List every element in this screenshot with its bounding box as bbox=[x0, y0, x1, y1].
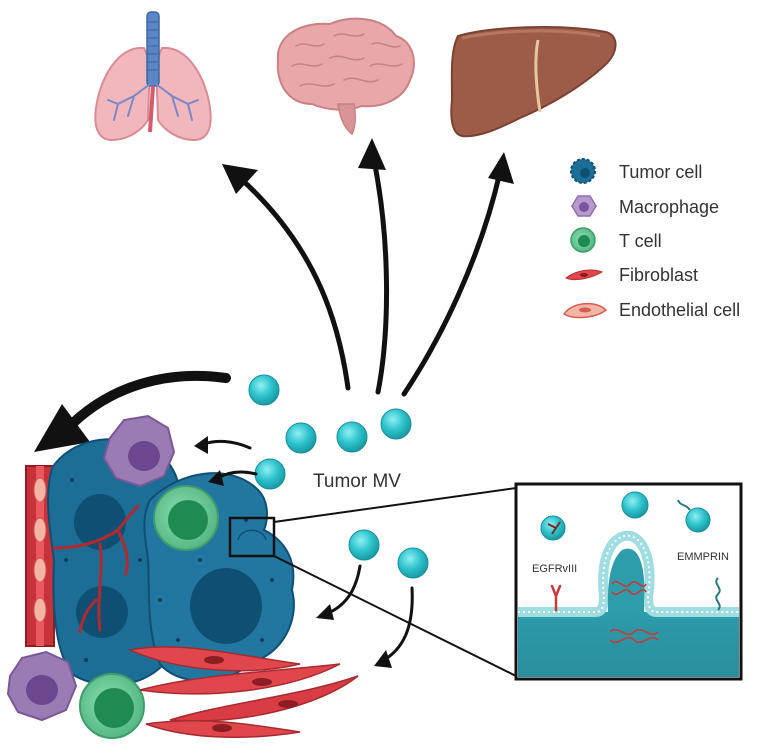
tumor-microvesicles bbox=[248, 374, 429, 579]
legend-label-fibroblast: Fibroblast bbox=[619, 265, 698, 285]
brain-icon bbox=[276, 17, 415, 136]
macrophage-icon bbox=[571, 195, 597, 217]
arrow-to-lung bbox=[237, 175, 351, 391]
tumor-mv bbox=[285, 422, 317, 454]
blood-vessel bbox=[25, 465, 55, 647]
tumor-mv bbox=[380, 408, 412, 440]
egfrviii-receptor-icon bbox=[550, 584, 562, 612]
tumor-mv bbox=[248, 374, 280, 406]
arrowheads-organs bbox=[222, 138, 514, 194]
t-cell-bottom bbox=[79, 673, 145, 739]
legend: Tumor cell Macrophage T cell Fibroblast … bbox=[562, 158, 740, 320]
tumor-cell-icon bbox=[570, 158, 596, 184]
endothelial-cell-icon bbox=[562, 302, 608, 319]
local-arrowheads bbox=[194, 436, 392, 668]
legend-label-endothelial-cell: Endothelial cell bbox=[619, 300, 740, 320]
arrows-to-organs bbox=[237, 157, 503, 397]
macrophage-bottom bbox=[6, 650, 78, 722]
zoom-indicator bbox=[228, 487, 517, 677]
tumor-mv bbox=[336, 421, 368, 453]
t-cell-icon bbox=[570, 227, 596, 253]
lung-icon bbox=[94, 11, 212, 142]
tumor-mv bbox=[397, 547, 429, 579]
inset-budding-detail: EGFRvIII EMMPRIN bbox=[514, 482, 743, 681]
fibroblast-icon bbox=[565, 269, 604, 281]
egfrviii-label: EGFRvIII bbox=[532, 563, 577, 575]
tumor-mass bbox=[47, 438, 295, 686]
tumor-mv bbox=[348, 529, 380, 561]
tumor-mv bbox=[254, 458, 286, 490]
emmprin-label: EMMPRIN bbox=[677, 551, 729, 563]
macrophage-top bbox=[102, 414, 176, 488]
legend-label-macrophage: Macrophage bbox=[619, 197, 719, 217]
arrow-to-liver bbox=[401, 169, 503, 397]
arrow-to-vessel bbox=[34, 370, 231, 452]
legend-label-t-cell: T cell bbox=[619, 231, 662, 251]
legend-label-tumor-cell: Tumor cell bbox=[619, 162, 702, 182]
arrow-to-brain bbox=[371, 157, 390, 395]
t-cell-top bbox=[153, 485, 219, 551]
emmprin-receptor-icon bbox=[715, 577, 721, 611]
tumor-mv-label: Tumor MV bbox=[313, 471, 401, 492]
liver-icon bbox=[450, 26, 617, 138]
fibroblasts bbox=[127, 646, 359, 738]
